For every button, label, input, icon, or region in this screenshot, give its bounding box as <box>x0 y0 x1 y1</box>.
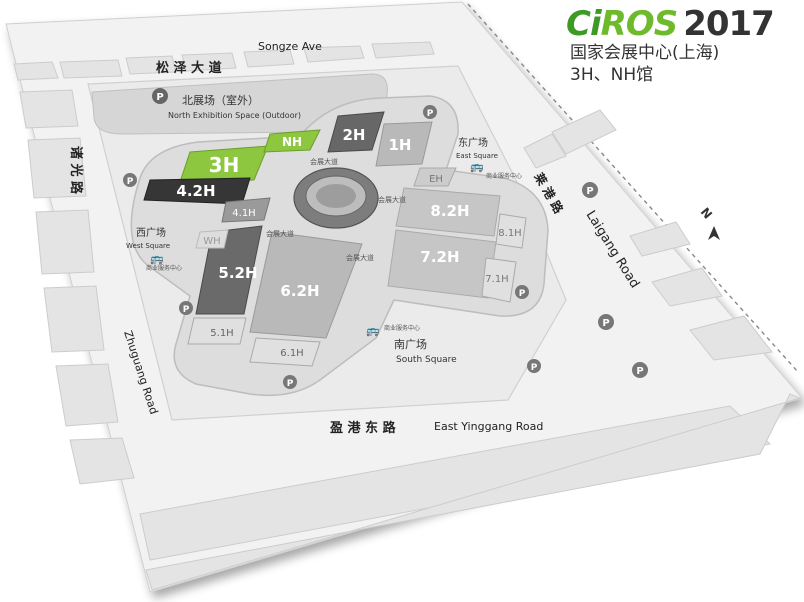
hall-6-2h-label: 6.2H <box>280 282 319 300</box>
hall-nh-label: NH <box>282 135 302 149</box>
hall-2h-label: 2H <box>343 126 366 144</box>
bus-west-label: 商业服务中心 <box>146 264 182 272</box>
hall-4-1h[interactable]: 4.1H <box>221 197 271 223</box>
hall-2h[interactable]: 2H <box>327 111 385 153</box>
area-labels: 北展场（室外） North Exhibition Space (Outdoor)… <box>126 93 498 365</box>
hall-3h-label: 3H <box>209 153 240 177</box>
north-space-cn: 北展场（室外） <box>182 93 259 107</box>
hall-8-1h[interactable]: 8.1H <box>495 213 527 249</box>
east-square-en: East Square <box>456 152 498 160</box>
avenue-label-north: 会展大道 <box>310 157 338 166</box>
parking-icon[interactable]: P <box>515 285 529 299</box>
brand-ci: Ci <box>566 4 602 44</box>
hall-8-1h-label: 8.1H <box>498 228 521 239</box>
hall-list: 3H、NH馆 <box>570 65 654 85</box>
central-hub <box>293 167 379 229</box>
parking-icon[interactable]: P <box>283 375 297 389</box>
bus-station-east: 🚌 商业服务中心 <box>470 160 522 180</box>
bus-station-south: 🚌 商业服务中心 <box>366 324 420 337</box>
hall-1h-label: 1H <box>389 136 412 154</box>
hall-6-1h[interactable]: 6.1H <box>249 337 321 367</box>
hall-1h[interactable]: 1H <box>375 121 433 167</box>
hall-5-1h-label: 5.1H <box>210 328 233 339</box>
hall-7-2h[interactable]: 7.2H <box>387 229 497 299</box>
hall-4-1h-label: 4.1H <box>232 208 255 219</box>
compass-icon: N <box>698 205 715 222</box>
east-square-cn: 东广场 <box>458 136 488 149</box>
road-north-cn: 松 泽 大 道 <box>156 60 222 76</box>
svg-text:P: P <box>636 366 643 377</box>
hall-7-2h-label: 7.2H <box>420 248 459 266</box>
brand-ros: ROS <box>600 4 679 44</box>
svg-text:P: P <box>586 186 593 197</box>
south-square-cn: 南广场 <box>394 337 427 351</box>
hall-6-2h[interactable]: 6.2H <box>249 231 363 339</box>
hall-wh[interactable]: WH <box>195 229 229 249</box>
avenue-label-east: 会展大道 <box>378 195 406 204</box>
svg-text:P: P <box>183 305 190 315</box>
hall-eh[interactable]: EH <box>413 167 457 187</box>
bus-station-west: 🚌 商业服务中心 <box>146 252 182 272</box>
parking-icon[interactable]: P <box>527 359 541 373</box>
south-square-en: South Square <box>396 355 457 365</box>
hall-3h[interactable]: 3H <box>179 145 269 183</box>
hall-7-1h[interactable]: 7.1H <box>481 257 517 303</box>
west-square-cn: 西广场 <box>136 226 166 239</box>
avenue-label-west: 会展大道 <box>266 229 294 238</box>
hall-4-2h[interactable]: 4.2H <box>143 177 251 205</box>
parking-icon[interactable]: P <box>582 182 598 198</box>
parking-icons: P P P P P P P P P P <box>123 88 648 389</box>
parking-icon[interactable]: P <box>123 173 137 187</box>
svg-text:P: P <box>602 318 609 329</box>
bus-east-label: 商业服务中心 <box>486 172 522 180</box>
hall-4-2h-label: 4.2H <box>176 182 215 200</box>
hall-eh-label: EH <box>429 174 443 185</box>
hall-5-1h[interactable]: 5.1H <box>187 317 247 345</box>
bus-icon: 🚌 <box>470 160 484 173</box>
svg-text:P: P <box>531 363 538 373</box>
hall-7-1h-label: 7.1H <box>485 274 508 285</box>
hall-wh-label: WH <box>203 236 220 247</box>
svg-text:P: P <box>287 379 294 389</box>
boundary-dashed-line <box>467 3 799 373</box>
road-west-cn: 诸 光 路 <box>68 146 84 195</box>
avenue-labels: 会展大道 会展大道 会展大道 会展大道 <box>266 157 406 262</box>
hall-8-2h-label: 8.2H <box>430 202 469 220</box>
road-north-en: Songze Ave <box>258 40 322 53</box>
venue-name: 国家会展中心(上海) <box>570 43 720 63</box>
west-square-en: West Square <box>126 242 170 250</box>
svg-text:P: P <box>427 109 434 119</box>
parking-icon[interactable]: P <box>179 301 193 315</box>
svg-text:P: P <box>127 177 134 187</box>
city-blocks <box>13 41 802 591</box>
brand-year: 2017 <box>683 4 775 44</box>
road-south-cn: 盈 港 东 路 <box>329 420 397 436</box>
road-south-en: East Yinggang Road <box>434 420 543 433</box>
parking-icon[interactable]: P <box>423 105 437 119</box>
bus-icon: 🚌 <box>366 324 380 337</box>
hall-6-1h-label: 6.1H <box>280 348 303 359</box>
bus-south-label: 商业服务中心 <box>384 324 420 332</box>
bus-icon: 🚌 <box>150 252 164 265</box>
north-space-en: North Exhibition Space (Outdoor) <box>168 111 301 120</box>
compass: N <box>698 205 720 240</box>
svg-text:P: P <box>156 92 163 103</box>
hall-8-2h[interactable]: 8.2H <box>395 187 501 237</box>
avenue-label-south: 会展大道 <box>346 253 374 262</box>
parking-icon[interactable]: P <box>598 314 614 330</box>
hall-5-2h-label: 5.2H <box>218 264 257 282</box>
parking-icon[interactable]: P <box>632 362 648 378</box>
hall-nh[interactable]: NH <box>263 129 321 153</box>
parking-icon[interactable]: P <box>152 88 168 104</box>
svg-text:P: P <box>519 289 526 299</box>
